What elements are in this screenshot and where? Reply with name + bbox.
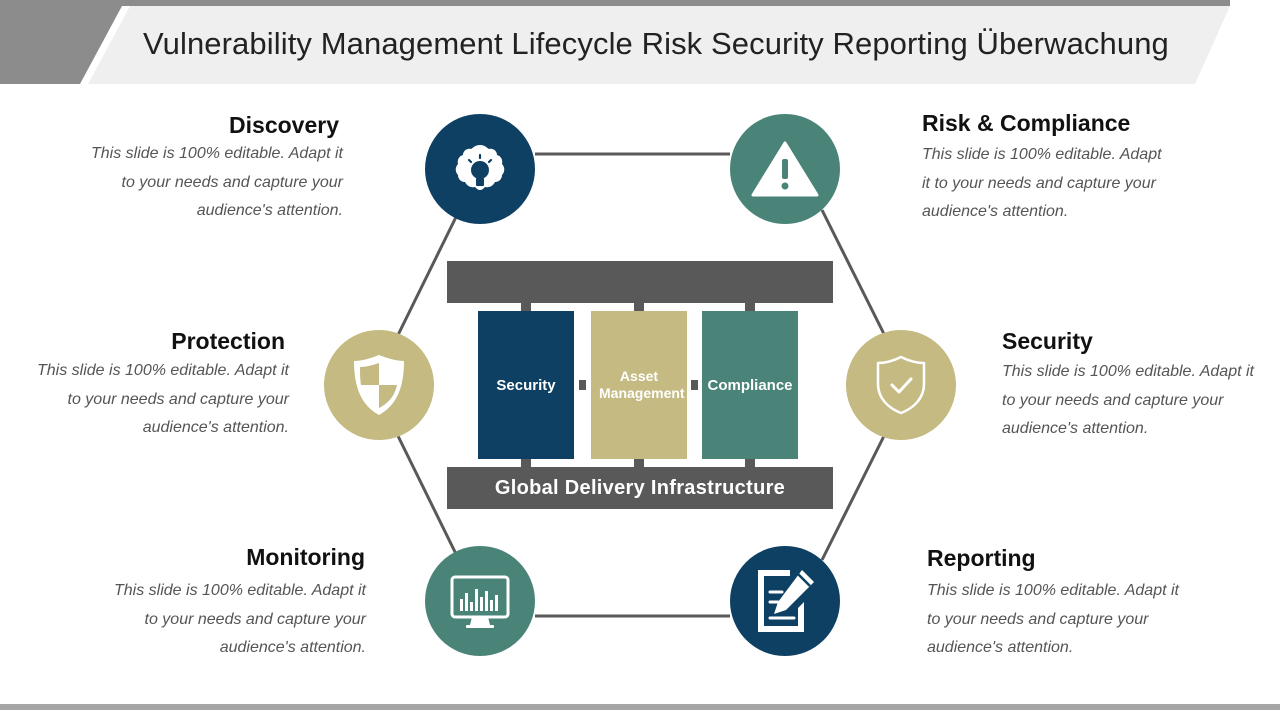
page-title: Vulnerability Management Lifecycle Risk …	[143, 26, 1169, 61]
top-bar	[447, 261, 833, 303]
monitoring-circle	[425, 546, 535, 656]
monitoring-heading: Monitoring	[246, 544, 365, 570]
report-pen-icon	[758, 570, 814, 632]
connector-nub	[521, 303, 531, 311]
connector-nub	[745, 303, 755, 311]
monitor-chart-icon	[450, 575, 510, 628]
connector-nub	[579, 380, 586, 390]
security-heading: Security	[1002, 328, 1093, 354]
discovery-heading: Discovery	[229, 112, 339, 138]
warning-icon	[751, 141, 819, 197]
protection-description: This slide is 100% editable. Adapt it to…	[37, 362, 289, 436]
bottom-bar	[0, 704, 1280, 710]
connector-nub	[745, 459, 755, 467]
risk-compliance-heading: Risk & Compliance	[922, 110, 1131, 136]
pillar-asset-management: Asset Management	[591, 311, 687, 459]
reporting-heading: Reporting	[927, 545, 1036, 571]
protection-circle	[324, 330, 434, 440]
security-circle	[846, 330, 956, 440]
risk-compliance-description: This slide is 100% editable. Adapt it to…	[922, 146, 1162, 220]
discovery-description: This slide is 100% editable. Adapt it to…	[91, 145, 343, 219]
discovery-circle	[425, 114, 535, 224]
brain-lightbulb-icon	[455, 145, 505, 190]
risk-compliance-circle	[730, 114, 840, 224]
base-bar: Global Delivery Infrastructure	[447, 467, 833, 509]
connector-nub	[691, 380, 698, 390]
connector-nub	[634, 459, 644, 467]
pillar-security: Security	[478, 311, 574, 459]
shield-check-icon	[876, 355, 926, 415]
pillar-compliance: Compliance	[702, 311, 798, 459]
connector-nub	[634, 303, 644, 311]
security-description: This slide is 100% editable. Adapt it to…	[1002, 363, 1254, 437]
monitoring-description: This slide is 100% editable. Adapt it to…	[114, 582, 366, 656]
pillar-asset-management-label: Asset Management	[599, 368, 685, 401]
reporting-description: This slide is 100% editable. Adapt it to…	[927, 582, 1179, 656]
protection-heading: Protection	[171, 328, 285, 354]
shield-quadrant-icon	[354, 355, 404, 415]
header-banner	[0, 0, 1230, 84]
connector-nub	[521, 459, 531, 467]
reporting-circle	[730, 546, 840, 656]
